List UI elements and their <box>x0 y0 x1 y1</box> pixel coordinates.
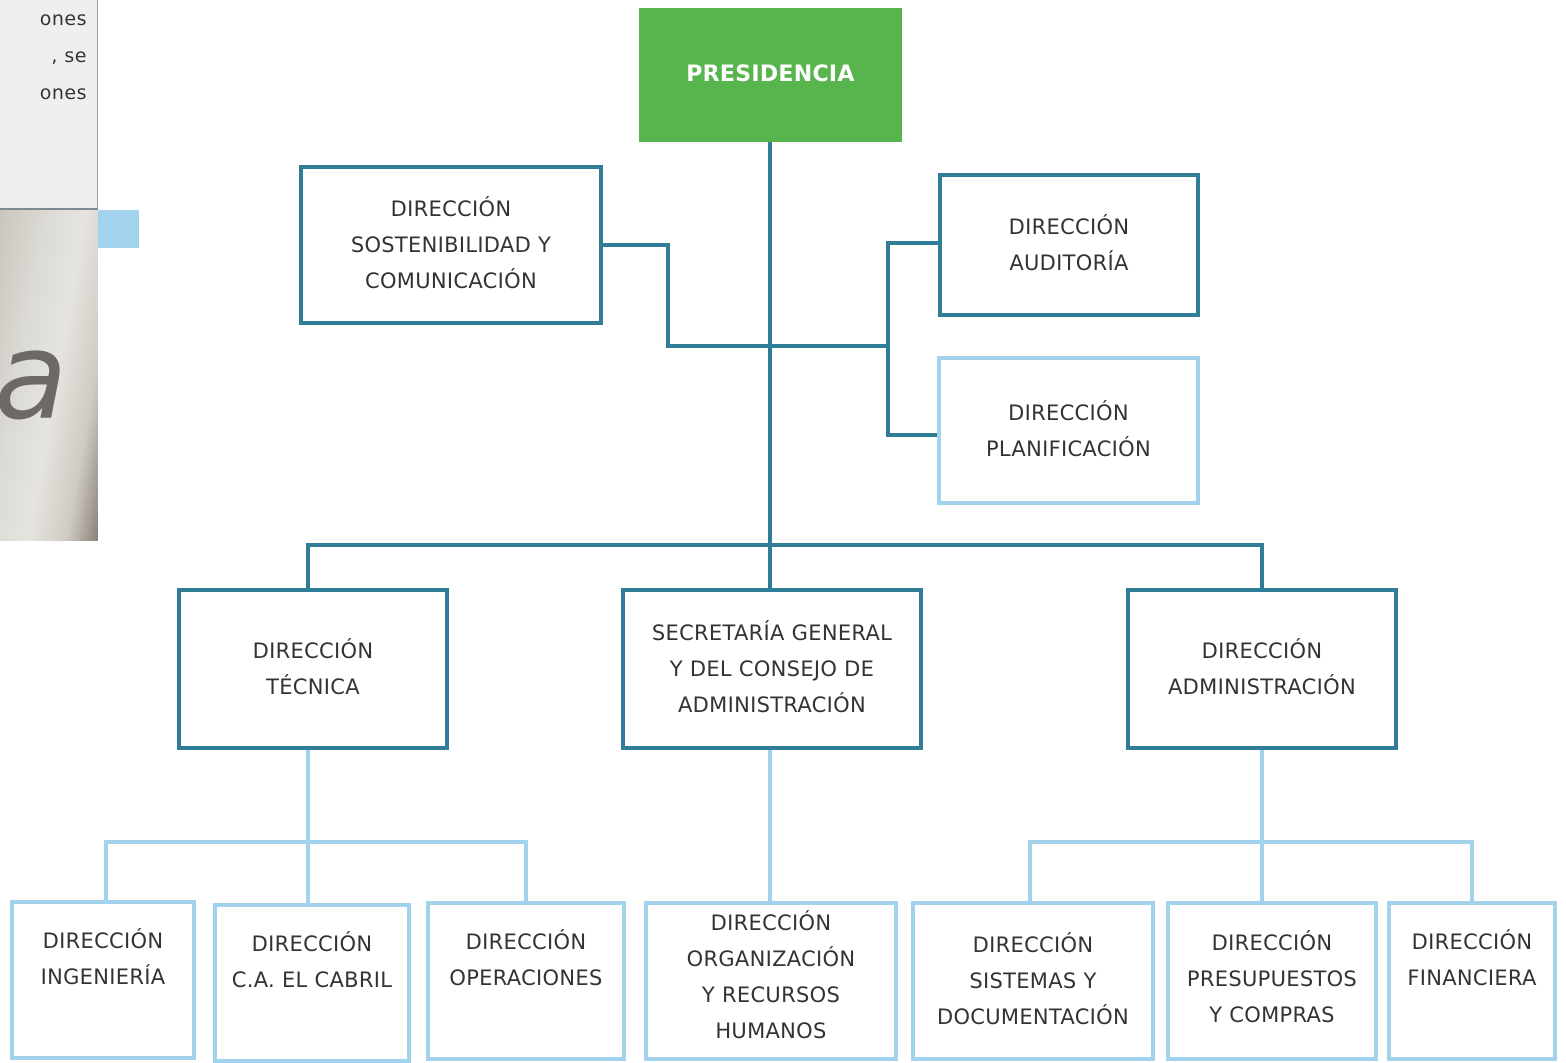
node-label-line: DIRECCIÓN <box>252 639 374 663</box>
node-label-line: DIRECCIÓN <box>1411 930 1533 954</box>
node-label-line: PRESUPUESTOS <box>1186 967 1358 991</box>
node-label-line: DIRECCIÓN <box>1008 215 1130 239</box>
node-label-line: COMUNICACIÓN <box>365 269 537 293</box>
connector-administracion-children <box>1028 746 1474 904</box>
node-administracion: DIRECCIÓN ADMINISTRACIÓN <box>1126 588 1398 750</box>
side-text-line: ones <box>39 8 87 30</box>
node-label-line: ADMINISTRACIÓN <box>678 693 866 717</box>
node-presupuestos-compras: DIRECCIÓN PRESUPUESTOS Y COMPRAS <box>1166 901 1378 1061</box>
side-text-panel: ones , se ones <box>0 0 98 208</box>
node-label-line: DIRECCIÓN <box>1211 931 1333 955</box>
connector-tecnica-children <box>104 746 528 907</box>
node-label-line: Y DEL CONSEJO DE <box>669 657 875 681</box>
connector-staff-left <box>600 243 772 348</box>
node-label-line: C.A. EL CABRIL <box>231 968 393 992</box>
node-label-line: FINANCIERA <box>1407 966 1537 990</box>
node-label-line: DOCUMENTACIÓN <box>936 1005 1130 1029</box>
connector-staff-right <box>768 241 942 348</box>
node-ingenieria: DIRECCIÓN INGENIERÍA <box>10 900 196 1060</box>
node-tecnica: DIRECCIÓN TÉCNICA <box>177 588 449 750</box>
node-label-line: AUDITORÍA <box>1009 251 1129 275</box>
accent-block <box>98 210 139 248</box>
node-auditoria: DIRECCIÓN AUDITORÍA <box>938 173 1200 317</box>
node-label: PRESIDENCIA <box>686 62 855 87</box>
node-label-line: INGENIERÍA <box>40 965 166 989</box>
node-label-line: DIRECCIÓN <box>42 929 164 953</box>
side-text-line: ones <box>39 82 87 104</box>
node-label-line: SECRETARÍA GENERAL <box>651 621 893 645</box>
node-label-line: DIRECCIÓN <box>972 933 1094 957</box>
node-label-line: PLANIFICACIÓN <box>985 436 1152 461</box>
node-label-line: DIRECCIÓN <box>251 932 373 956</box>
photo-letter: a <box>0 308 68 447</box>
node-label-line: DIRECCIÓN <box>465 930 587 954</box>
node-label-line: ADMINISTRACIÓN <box>1168 675 1356 699</box>
background-photo: a <box>0 210 98 541</box>
connector-staff-planificacion <box>886 344 942 437</box>
node-label-line: Y COMPRAS <box>1209 1003 1335 1027</box>
node-sistemas-documentacion: DIRECCIÓN SISTEMAS Y DOCUMENTACIÓN <box>911 901 1155 1061</box>
node-financiera: DIRECCIÓN FINANCIERA <box>1387 901 1557 1061</box>
node-organizacion-rrhh: DIRECCIÓN ORGANIZACIÓN Y RECURSOS HUMANO… <box>644 901 898 1061</box>
node-presidencia: PRESIDENCIA <box>639 8 902 142</box>
node-label-line: DIRECCIÓN <box>710 911 832 935</box>
node-sostenibilidad-comunicacion: DIRECCIÓN SOSTENIBILIDAD Y COMUNICACIÓN <box>299 165 603 325</box>
node-label-line: DIRECCIÓN <box>1201 639 1323 663</box>
node-label-line: SOSTENIBILIDAD Y <box>350 233 552 257</box>
node-el-cabril: DIRECCIÓN C.A. EL CABRIL <box>213 903 411 1063</box>
node-label-line: OPERACIONES <box>449 966 603 990</box>
node-label-line: HUMANOS <box>715 1019 827 1043</box>
panel-divider <box>0 208 98 210</box>
node-secretaria-general: SECRETARÍA GENERAL Y DEL CONSEJO DE ADMI… <box>621 588 923 750</box>
node-label-line: DIRECCIÓN <box>1008 400 1129 425</box>
node-label-line: Y RECURSOS <box>701 983 841 1007</box>
node-label-line: TÉCNICA <box>266 675 360 699</box>
node-operaciones: DIRECCIÓN OPERACIONES <box>426 901 626 1061</box>
node-label-line: SISTEMAS Y <box>969 969 1097 993</box>
side-text-line: , se <box>51 45 87 67</box>
node-label-line: ORGANIZACIÓN <box>686 947 856 971</box>
node-planificacion: DIRECCIÓN PLANIFICACIÓN <box>937 356 1200 505</box>
node-label-line: DIRECCIÓN <box>390 197 512 221</box>
